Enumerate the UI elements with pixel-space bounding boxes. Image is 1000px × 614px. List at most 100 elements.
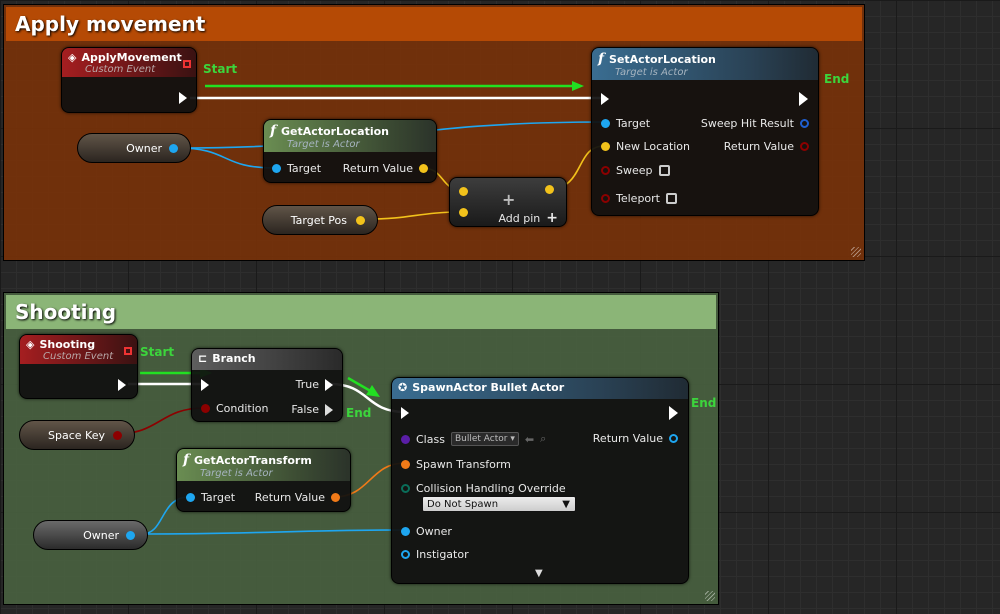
teleport-checkbox[interactable] (666, 193, 677, 204)
search-icon[interactable]: ⌕ (540, 432, 547, 445)
vector-pin-icon[interactable] (356, 216, 365, 225)
exec-out-pin-icon[interactable] (799, 92, 808, 106)
pin-label: False (291, 403, 319, 416)
shooting-event-node[interactable]: ◈Shooting Custom Event (19, 334, 138, 399)
pin-return-value[interactable]: Return Value (593, 432, 678, 445)
sweep-checkbox[interactable] (658, 165, 670, 176)
add-pin-plus-icon: + (546, 210, 558, 226)
pin-sweep-hit-result[interactable]: Sweep Hit Result (701, 117, 809, 130)
node-title: GetActorLocation (281, 124, 389, 138)
space-key-variable-node[interactable]: Space Key (19, 420, 135, 450)
exec-out-pin-icon[interactable] (669, 406, 678, 420)
node-subtitle: Target is Actor (615, 67, 688, 78)
pin-label: Target (287, 162, 322, 175)
pin-sweep[interactable]: Sweep (601, 164, 670, 177)
branch-node[interactable]: ⊏Branch Condition True False (191, 348, 343, 422)
event-diamond-icon: ◈ (26, 338, 35, 351)
exec-out-pin-icon[interactable] (118, 379, 126, 391)
pin-label: Collision Handling Override (416, 482, 566, 495)
node-title: GetActorTransform (194, 453, 312, 467)
pin-true[interactable]: True (296, 378, 333, 391)
pin-label: Sweep (616, 164, 653, 177)
pin-teleport[interactable]: Teleport (601, 192, 677, 205)
object-pin-icon (669, 434, 678, 443)
node-title: Shooting (39, 338, 96, 351)
comment-title[interactable]: Shooting (6, 295, 716, 329)
pin-return-value[interactable]: Return Value (724, 140, 809, 153)
node-title: SetActorLocation (609, 52, 716, 66)
pin-new-location[interactable]: New Location (601, 140, 690, 153)
resize-grip-icon[interactable] (851, 247, 861, 257)
object-pin-icon[interactable] (126, 531, 135, 540)
bool-pin-icon (201, 404, 210, 413)
vector-pin-icon[interactable] (459, 187, 468, 196)
pin-return-value[interactable]: Return Value (343, 162, 428, 175)
vector-pin-icon[interactable] (459, 208, 468, 217)
plus-icon: + (502, 190, 516, 209)
owner-variable-node[interactable]: Owner (33, 520, 148, 550)
add-pin-button[interactable]: Add pin + (498, 210, 558, 226)
pin-owner[interactable]: Owner (401, 525, 452, 538)
pin-label: New Location (616, 140, 691, 153)
pin-label: Return Value (254, 491, 325, 504)
class-dropdown[interactable]: Bullet Actor ▾ (450, 432, 519, 446)
transform-pin-icon (401, 460, 410, 469)
exec-out-pin-icon[interactable] (179, 92, 187, 104)
branch-icon: ⊏ (198, 352, 208, 365)
pin-label: Instigator (416, 548, 469, 561)
pin-target[interactable]: Target (272, 162, 321, 175)
owner-variable-node[interactable]: Owner (77, 133, 191, 163)
bool-pin-icon[interactable] (113, 431, 122, 440)
pin-false[interactable]: False (291, 403, 333, 416)
target-pos-variable-node[interactable]: Target Pos (262, 205, 378, 235)
object-pin-icon[interactable] (169, 144, 178, 153)
collision-dropdown[interactable]: Do Not Spawn ▼ (422, 496, 576, 512)
pin-instigator[interactable]: Instigator (401, 548, 469, 561)
annotation-end: End (346, 406, 372, 420)
pin-collision-override[interactable]: Collision Handling Override (401, 482, 566, 495)
node-title: ApplyMovement (81, 51, 182, 64)
object-pin-icon (401, 527, 410, 536)
struct-pin-icon (800, 119, 809, 128)
vector-pin-icon (601, 142, 610, 151)
pin-label: Add pin (498, 211, 541, 225)
add-vector-node[interactable]: + Add pin + (449, 177, 567, 227)
comment-title[interactable]: Apply movement (6, 7, 862, 41)
pin-label: Target (201, 491, 236, 504)
variable-label: Target Pos (290, 214, 347, 227)
exec-out-pin-icon (325, 378, 333, 391)
pin-label: Sweep Hit Result (700, 117, 794, 130)
apply-movement-event-node[interactable]: ◈ApplyMovement Custom Event (61, 47, 197, 113)
chevron-down-icon: ▾ (510, 434, 515, 444)
pin-target[interactable]: Target (186, 491, 235, 504)
node-subtitle: Target is Actor (200, 468, 273, 479)
vector-pin-icon[interactable] (545, 185, 554, 194)
exec-in-pin-icon[interactable] (601, 93, 609, 105)
annotation-end: End (824, 72, 850, 86)
spawn-actor-node[interactable]: ✪ SpawnActor Bullet Actor Class Bullet Ac… (391, 377, 689, 584)
expand-advanced-icon[interactable]: ▼ (535, 568, 543, 579)
pin-label: Teleport (616, 192, 660, 205)
exec-in-pin-icon[interactable] (201, 379, 209, 391)
resize-grip-icon[interactable] (705, 591, 715, 601)
pin-condition[interactable]: Condition (201, 402, 269, 415)
delegate-pin-icon[interactable] (183, 60, 191, 68)
node-title: SpawnActor Bullet Actor (412, 381, 565, 394)
pin-label: Spawn Transform (416, 458, 511, 471)
exec-out-pin-icon (325, 403, 333, 416)
pin-label: Class (416, 432, 445, 446)
exec-in-pin-icon[interactable] (401, 407, 409, 419)
variable-label: Owner (126, 142, 162, 155)
arrow-left-icon[interactable]: ⬅ (524, 432, 535, 446)
delegate-pin-icon[interactable] (124, 347, 132, 355)
pin-class[interactable]: Class Bullet Actor ▾ ⬅ ⌕ (401, 432, 546, 446)
pin-target[interactable]: Target (601, 117, 650, 130)
pin-spawn-transform[interactable]: Spawn Transform (401, 458, 511, 471)
annotation-start: Start (140, 345, 175, 359)
pin-label: Condition (216, 402, 269, 415)
pin-return-value[interactable]: Return Value (255, 491, 340, 504)
spawn-icon: ✪ (398, 381, 408, 394)
